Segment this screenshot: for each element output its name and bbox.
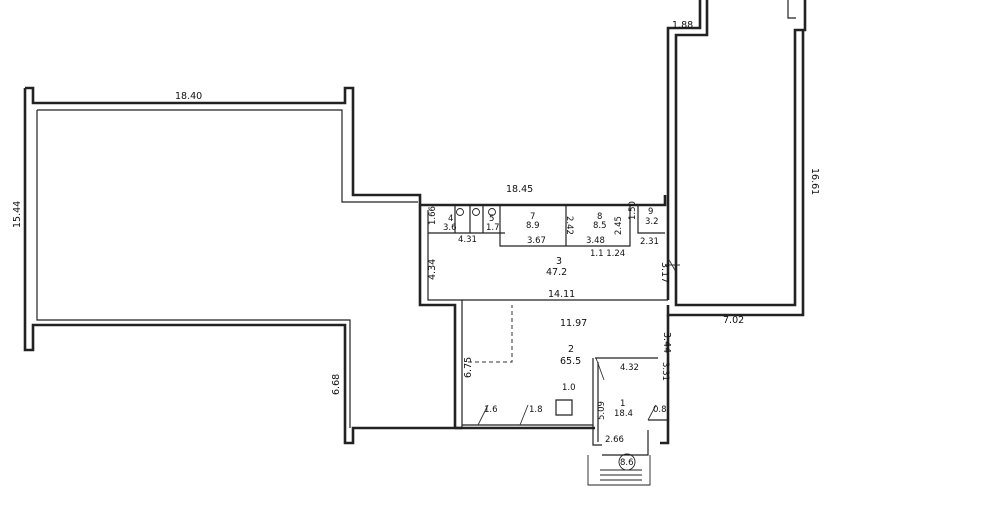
room-9-number: 9 [648, 207, 653, 217]
dim-5-09: 5.09 [597, 401, 607, 420]
central-block-walls [418, 195, 680, 428]
room-2-area: 65.5 [560, 356, 581, 367]
room-7-number: 7 [530, 212, 535, 222]
room-2-number: 2 [568, 344, 574, 355]
dim-3-31: 3.31 [660, 362, 670, 381]
fixture-1-8: 1.8 [529, 405, 543, 415]
right-wing-walls [660, 0, 807, 445]
room-labels: 4 3.6 5 1.7 7 8.9 8 8.5 9 3.2 3 47.2 2 6… [443, 207, 659, 419]
dim-left-lower-wall: 6.68 [331, 374, 342, 395]
entry-stair [587, 453, 651, 486]
stair-tag-circle [618, 453, 636, 471]
dim-1-0: 1.0 [562, 383, 576, 393]
dim-3-48: 3.48 [586, 236, 605, 246]
dim-2-31: 2.31 [640, 237, 659, 247]
room-9-area: 3.2 [645, 217, 659, 227]
fixture-labels: 1.6 1.8 0.8 8.6 [484, 405, 667, 468]
dim-room2-right: 3.44 [661, 332, 672, 353]
room-5-area: 1.7 [486, 223, 500, 233]
dim-3-67: 3.67 [527, 236, 546, 246]
stair-tag-label: 8.6 [620, 458, 634, 468]
room-1-number: 1 [620, 399, 625, 409]
dim-right-wing-height: 16.61 [809, 168, 820, 195]
dim-top-left-wing: 18.40 [175, 91, 202, 102]
dimension-labels: 18.40 15.44 1.88 16.61 7.02 18.45 6.68 1… [12, 20, 820, 445]
dim-4-31: 4.31 [458, 235, 477, 245]
dim-right-wing-top: 1.88 [672, 20, 693, 31]
dim-corridor-top: 18.45 [506, 184, 533, 195]
fixture-0-8: 0.8 [653, 405, 667, 415]
room-3-number: 3 [556, 256, 562, 267]
room-8-area: 8.5 [593, 221, 607, 231]
dim-2-66: 2.66 [605, 435, 624, 445]
left-wing-walls [23, 86, 462, 445]
room-5-number: 5 [489, 214, 494, 224]
toilet-icon [456, 208, 464, 216]
room-7-area: 8.9 [526, 221, 540, 231]
dim-left-wing-height: 15.44 [12, 201, 23, 228]
room-8-number: 8 [597, 212, 602, 222]
dim-1-1-24: 1.1 1.24 [590, 249, 625, 259]
room-4-number: 4 [448, 214, 453, 224]
dim-4-32: 4.32 [620, 363, 639, 373]
toilet-icon [472, 208, 480, 216]
lower-rooms-walls [455, 305, 668, 456]
dim-hall-width: 14.11 [548, 289, 575, 300]
toilet-icon [488, 208, 496, 216]
room-1-area: 18.4 [614, 409, 633, 419]
dim-room2-width: 11.97 [560, 318, 587, 329]
dim-room2-left: 6.75 [463, 357, 474, 378]
wc-symbols [456, 208, 496, 216]
fixture-1-6: 1.6 [484, 405, 498, 415]
dim-1-66: 1.66 [428, 206, 438, 225]
dim-2-45: 2.45 [614, 216, 624, 235]
dim-right-small-1: 3.17 [659, 262, 670, 283]
room-3-area: 47.2 [546, 267, 567, 278]
dim-2-42: 2.42 [564, 216, 574, 235]
dim-1-50: 1.50 [628, 201, 638, 220]
dim-hall-left: 4.34 [427, 259, 438, 280]
dim-right-wing-bottom: 7.02 [723, 315, 744, 326]
room-4-area: 3.6 [443, 223, 457, 233]
